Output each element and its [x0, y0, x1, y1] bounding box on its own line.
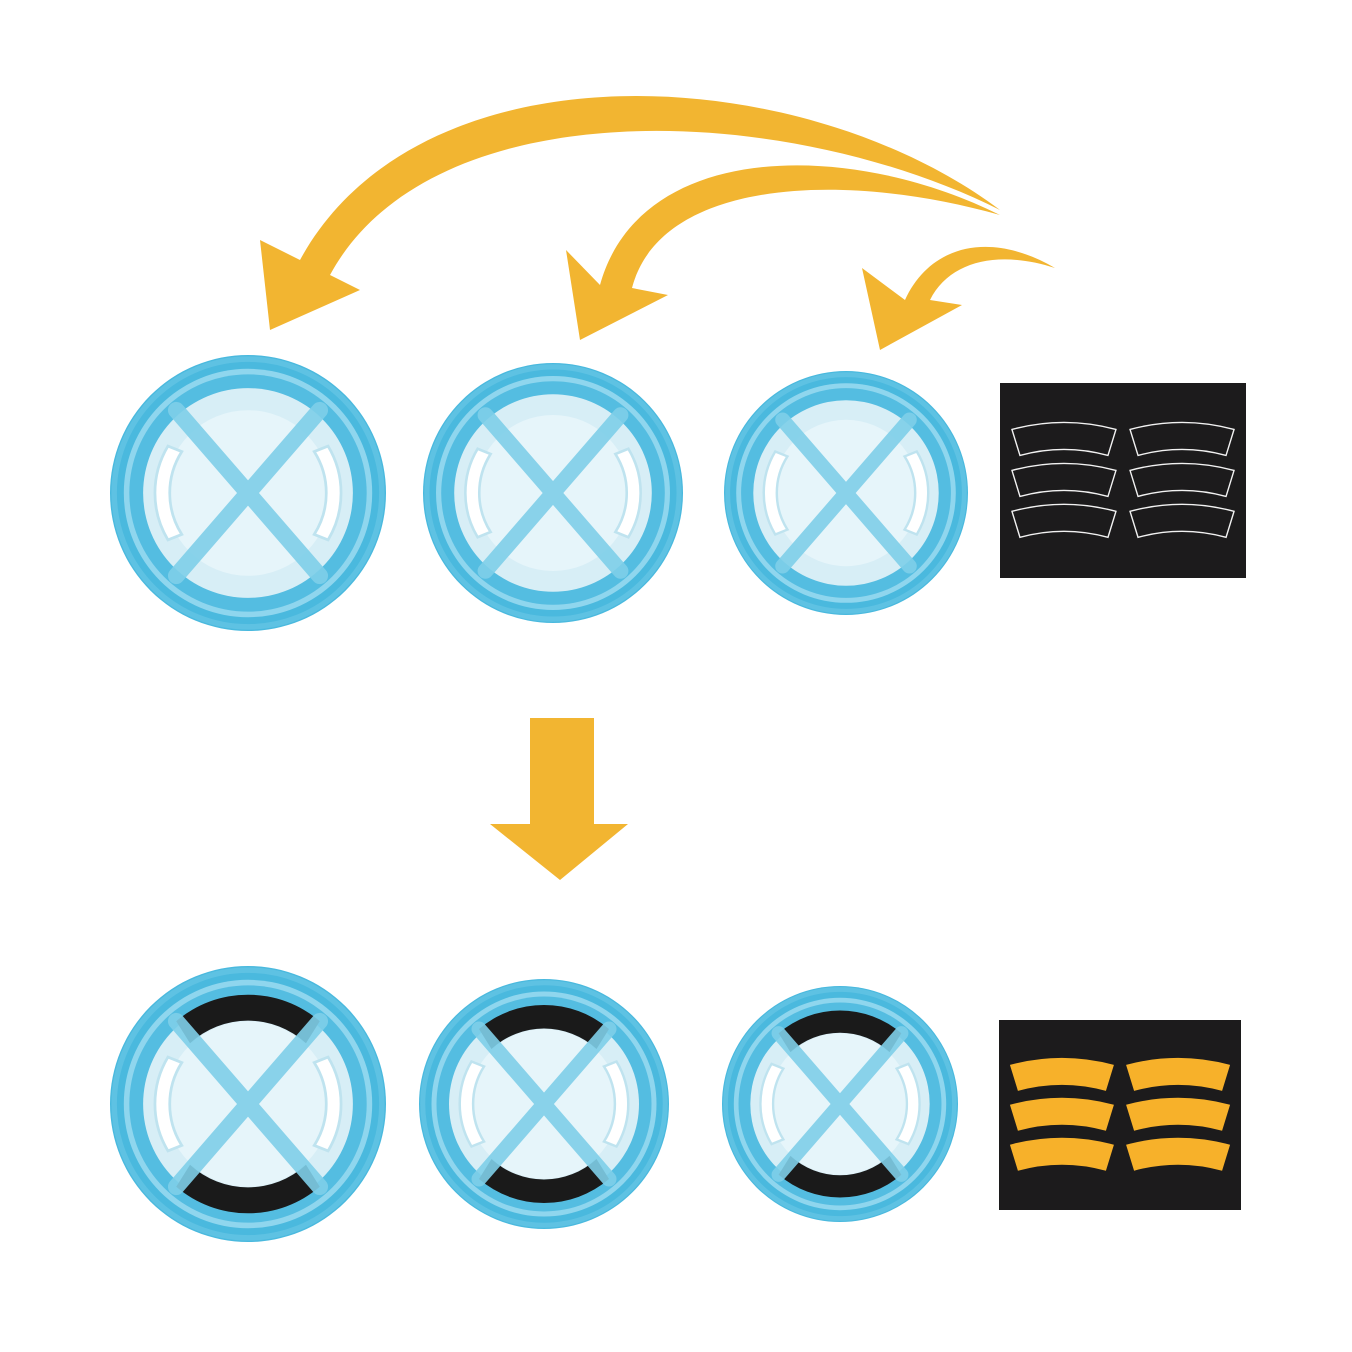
- applied-sticker: [176, 994, 320, 1044]
- thumbstick-cap-icon: [110, 966, 386, 1242]
- sticker-sheet-icon: [999, 1020, 1241, 1210]
- arrow-group: [260, 96, 1055, 880]
- applied-sticker: [479, 1159, 609, 1204]
- thumbstick-cap-icon: [724, 371, 968, 615]
- down-arrow-icon: [490, 718, 628, 880]
- curved-arrow-icon: [566, 165, 1000, 340]
- caps-before-row: [110, 355, 968, 631]
- caps-after-row: [110, 966, 958, 1242]
- sticker-sheet-icon: [1000, 383, 1246, 578]
- sticker-sheets: [999, 383, 1246, 1210]
- applied-sticker: [479, 1004, 609, 1049]
- thumbstick-cap-icon: [419, 979, 669, 1229]
- applied-sticker: [176, 1164, 320, 1214]
- thumbstick-cap-icon: [722, 986, 958, 1222]
- applied-sticker: [778, 1155, 902, 1198]
- curved-arrow-icon: [260, 96, 1000, 331]
- thumbstick-cap-icon: [110, 355, 386, 631]
- curved-arrow-icon: [862, 246, 1055, 350]
- thumbstick-cap-icon: [423, 363, 683, 623]
- applied-sticker: [778, 1010, 902, 1053]
